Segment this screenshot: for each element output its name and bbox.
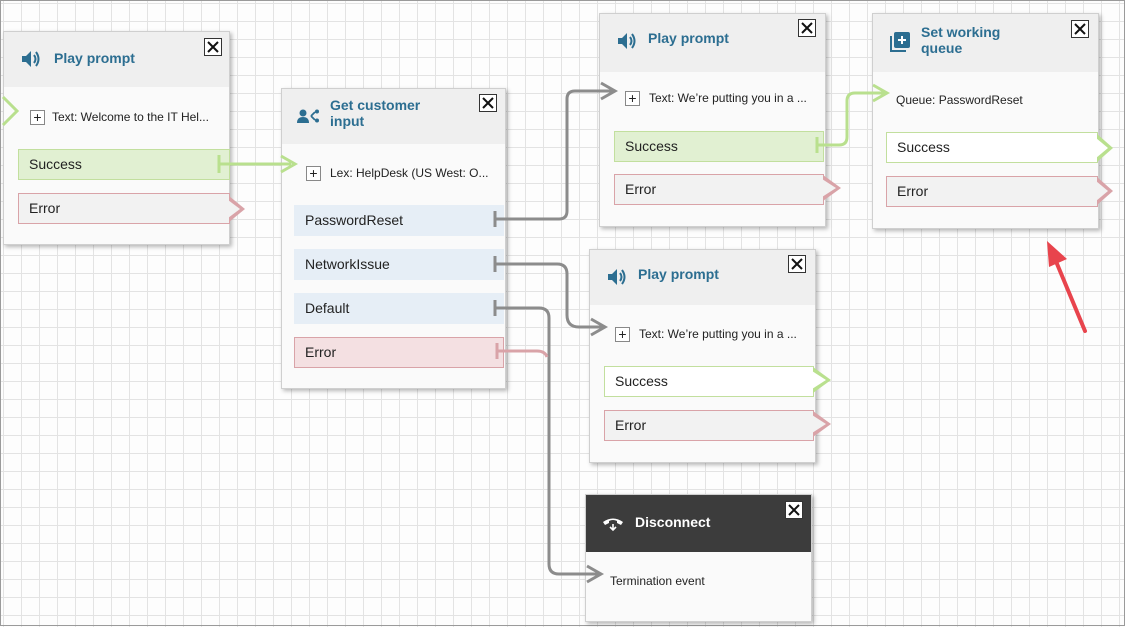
block-header[interactable]: Play prompt (600, 14, 825, 72)
branch-success[interactable]: Success (614, 131, 824, 162)
close-icon (788, 504, 800, 516)
branch-error[interactable]: Error (18, 193, 230, 224)
close-button[interactable] (785, 501, 803, 519)
branch-default[interactable]: Default (294, 293, 504, 324)
speaker-icon (606, 267, 628, 292)
close-button[interactable] (204, 38, 222, 56)
branch-error[interactable]: Error (294, 337, 504, 368)
disconnect-block[interactable]: Disconnect Termination event (585, 494, 812, 622)
block-title: Play prompt (54, 50, 135, 66)
phone-hangup-icon (602, 516, 624, 537)
close-icon (1074, 23, 1086, 35)
expand-parameter-button[interactable]: + (625, 91, 640, 106)
annotation-arrow-icon (1047, 241, 1087, 333)
branch-error[interactable]: Error (604, 410, 814, 441)
speaker-icon (616, 31, 638, 56)
expand-parameter-button[interactable]: + (306, 166, 321, 181)
get-customer-input-block[interactable]: Get customer input + Lex: HelpDesk (US W… (281, 88, 506, 389)
close-icon (482, 97, 494, 109)
user-branch-icon (297, 108, 321, 129)
close-button[interactable] (788, 255, 806, 273)
block-parameter: Text: Welcome to the IT Hel... (52, 110, 209, 124)
block-title: Disconnect (635, 514, 711, 530)
expand-parameter-button[interactable]: + (615, 327, 630, 342)
connector-networkissue (495, 262, 603, 329)
set-working-queue-block[interactable]: Set working queue Queue: PasswordReset S… (872, 13, 1099, 229)
close-icon (207, 41, 219, 53)
close-button[interactable] (1071, 20, 1089, 38)
block-header[interactable]: Get customer input (282, 89, 505, 144)
expand-parameter-button[interactable]: + (30, 110, 45, 125)
branch-success[interactable]: Success (18, 149, 230, 180)
close-icon (801, 22, 813, 34)
branch-error[interactable]: Error (886, 176, 1098, 207)
block-parameter: Lex: HelpDesk (US West: O... (330, 166, 489, 180)
close-button[interactable] (798, 19, 816, 37)
queue-add-icon (889, 31, 911, 58)
connector-passwordreset (495, 89, 613, 221)
block-parameter: Text: We’re putting you in a ... (639, 327, 797, 341)
block-parameter: Termination event (610, 574, 705, 588)
block-parameter: Queue: PasswordReset (896, 93, 1023, 107)
block-title: Play prompt (638, 266, 719, 282)
close-button[interactable] (479, 94, 497, 112)
branch-error[interactable]: Error (614, 174, 824, 205)
branch-passwordreset[interactable]: PasswordReset (294, 205, 504, 236)
close-icon (791, 258, 803, 270)
play-prompt-block-3[interactable]: Play prompt + Text: We’re putting you in… (589, 249, 816, 463)
play-prompt-block-2[interactable]: Play prompt + Text: We’re putting you in… (599, 13, 826, 227)
branch-success[interactable]: Success (604, 366, 814, 397)
block-header[interactable]: Set working queue (873, 14, 1098, 72)
block-parameter: Text: We’re putting you in a ... (649, 91, 807, 105)
branch-success[interactable]: Success (886, 132, 1098, 163)
speaker-icon (20, 49, 42, 74)
block-header[interactable]: Disconnect (586, 495, 811, 552)
branch-networkissue[interactable]: NetworkIssue (294, 249, 504, 280)
play-prompt-block-1[interactable]: Play prompt + Text: Welcome to the IT He… (3, 31, 230, 245)
block-header[interactable]: Play prompt (590, 250, 815, 305)
block-title: Play prompt (648, 30, 729, 46)
block-title: Set working queue (921, 24, 1001, 56)
block-header[interactable]: Play prompt (4, 32, 229, 87)
block-title: Get customer input (330, 97, 421, 129)
connector-default (495, 306, 599, 576)
